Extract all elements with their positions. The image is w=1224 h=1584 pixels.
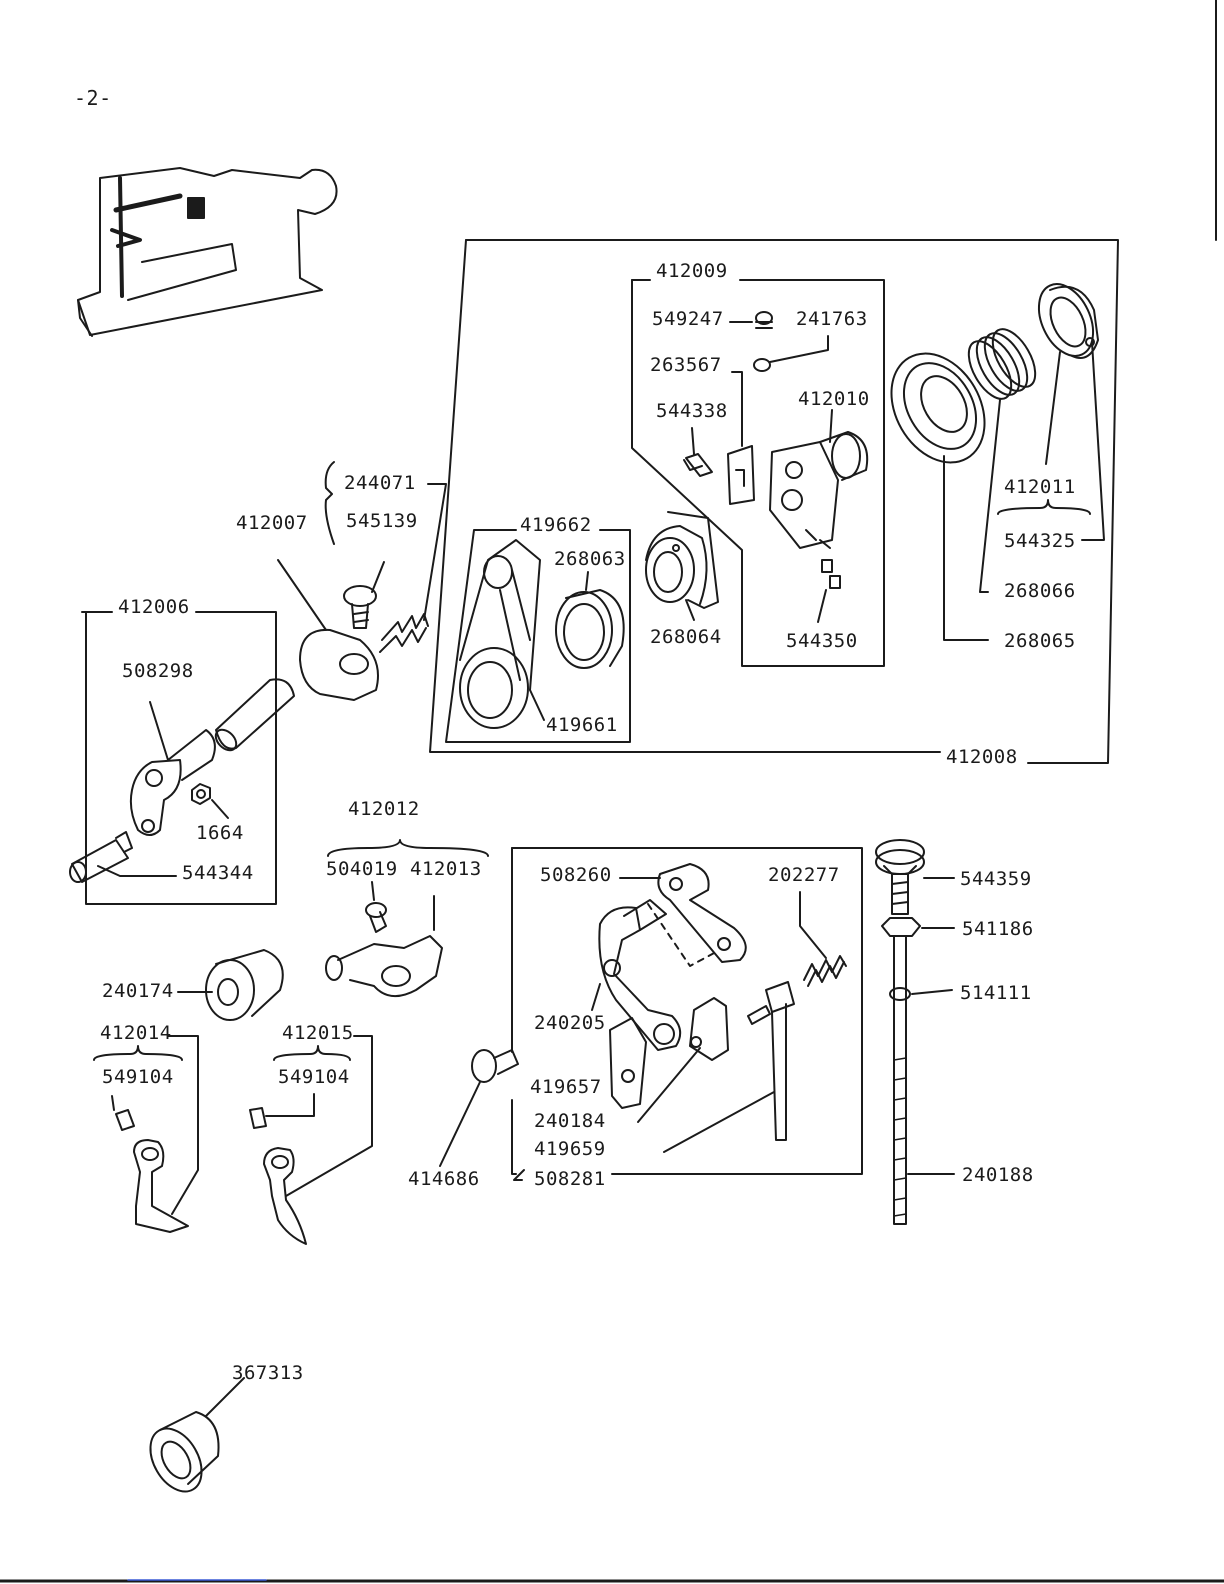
presser-foot-412014: [112, 1096, 188, 1232]
part-label-412015: 412015: [282, 1022, 354, 1044]
thumb-screw-544359: [876, 840, 954, 914]
stud-544344: [70, 832, 176, 882]
lever-412013: [326, 896, 442, 996]
washer-241763: [754, 336, 828, 371]
part-label-419659: 419659: [534, 1138, 606, 1160]
part-label-544325: 544325: [1004, 530, 1076, 552]
nut-1664: [192, 784, 228, 818]
part-label-412007: 412007: [236, 512, 308, 534]
screw-544338: [684, 428, 712, 476]
brace-412012: [328, 840, 488, 856]
part-label-240174: 240174: [102, 980, 174, 1002]
brace-412007: [326, 462, 334, 544]
connecting-rod-419661: [460, 540, 544, 728]
rod-419659: [664, 982, 794, 1152]
part-label-241763: 241763: [796, 308, 868, 330]
spring-244071: [380, 484, 446, 652]
plate-240184: [638, 998, 728, 1122]
washer-367313: [140, 1378, 244, 1500]
part-label-412009: 412009: [656, 260, 728, 282]
part-label-544359: 544359: [960, 868, 1032, 890]
part-label-544338: 544338: [656, 400, 728, 422]
ring-268065: [873, 337, 1004, 640]
screw-414686: [440, 1050, 518, 1166]
part-label-544350: 544350: [786, 630, 858, 652]
shaft-508298: [150, 679, 294, 780]
part-label-412011: 412011: [1004, 476, 1076, 498]
part-label-268064: 268064: [650, 626, 722, 648]
page-number: -2-: [74, 86, 112, 110]
part-label-419661: 419661: [546, 714, 618, 736]
part-label-419662: 419662: [520, 514, 592, 536]
crank-240205: [592, 900, 680, 1050]
bushing-240174: [178, 950, 283, 1020]
crank-412007: [278, 560, 378, 700]
assembly-frame-412009: [632, 280, 884, 666]
washer-514111: [890, 988, 952, 1000]
part-label-240184: 240184: [534, 1110, 606, 1132]
rod-240188: [894, 936, 954, 1224]
spring-202277: [800, 892, 846, 986]
part-label-508298: 508298: [122, 660, 194, 682]
bracket-268064: [646, 512, 718, 620]
screw-545139: [344, 562, 384, 628]
sewing-machine-locator-sketch: [78, 168, 337, 336]
part-label-1664: 1664: [196, 822, 244, 844]
bearing-268063: [556, 572, 624, 668]
part-label-412012: 412012: [348, 798, 420, 820]
part-label-549104-a: 549104: [102, 1066, 174, 1088]
brace-412015: [274, 1046, 350, 1060]
plate-263567: [728, 372, 754, 504]
assembly-dashed-line: [648, 904, 716, 966]
assembly-frame-508281: [512, 848, 862, 1174]
part-label-240205: 240205: [534, 1012, 606, 1034]
part-label-268066: 268066: [1004, 580, 1076, 602]
set-screw-549247: [730, 312, 772, 328]
part-label-240188: 240188: [962, 1164, 1034, 1186]
part-label-549247: 549247: [652, 308, 724, 330]
part-label-412014: 412014: [100, 1022, 172, 1044]
part-label-412010: 412010: [798, 388, 870, 410]
part-label-508281: 508281: [534, 1168, 606, 1190]
assembly-frame-412006: [82, 612, 276, 904]
part-label-244071: 244071: [344, 472, 416, 494]
leader-412015: [286, 1036, 372, 1196]
part-label-268063: 268063: [554, 548, 626, 570]
nut-541186: [882, 918, 954, 936]
crank-arm-508298: [131, 760, 181, 835]
part-label-545139: 545139: [346, 510, 418, 532]
part-label-268065: 268065: [1004, 630, 1076, 652]
block-419657: [610, 1018, 646, 1108]
part-label-414686: 414686: [408, 1168, 480, 1190]
cam-412010: [770, 410, 867, 548]
assembly-frame-419662: [446, 530, 630, 742]
screws-544350: [818, 560, 840, 622]
brace-412014: [94, 1046, 182, 1060]
part-label-504019: 504019: [326, 858, 398, 880]
part-label-412006: 412006: [118, 596, 190, 618]
presser-foot-412015: [250, 1094, 314, 1244]
link-508260: [620, 864, 746, 962]
assembly-frame-412008: [466, 240, 1118, 763]
part-label-514111: 514111: [960, 982, 1032, 1004]
part-label-549104-b: 549104: [278, 1066, 350, 1088]
leader-412014: [168, 1036, 198, 1214]
part-label-263567: 263567: [650, 354, 722, 376]
collar-412011: [998, 275, 1104, 540]
part-label-541186: 541186: [962, 918, 1034, 940]
part-label-412013: 412013: [410, 858, 482, 880]
part-label-367313: 367313: [232, 1362, 304, 1384]
part-label-412008: 412008: [946, 746, 1018, 768]
part-label-544344: 544344: [182, 862, 254, 884]
part-label-202277: 202277: [768, 864, 840, 886]
part-label-419657: 419657: [530, 1076, 602, 1098]
spring-268066: [960, 322, 1044, 592]
screw-504019: [366, 882, 386, 932]
part-label-508260: 508260: [540, 864, 612, 886]
